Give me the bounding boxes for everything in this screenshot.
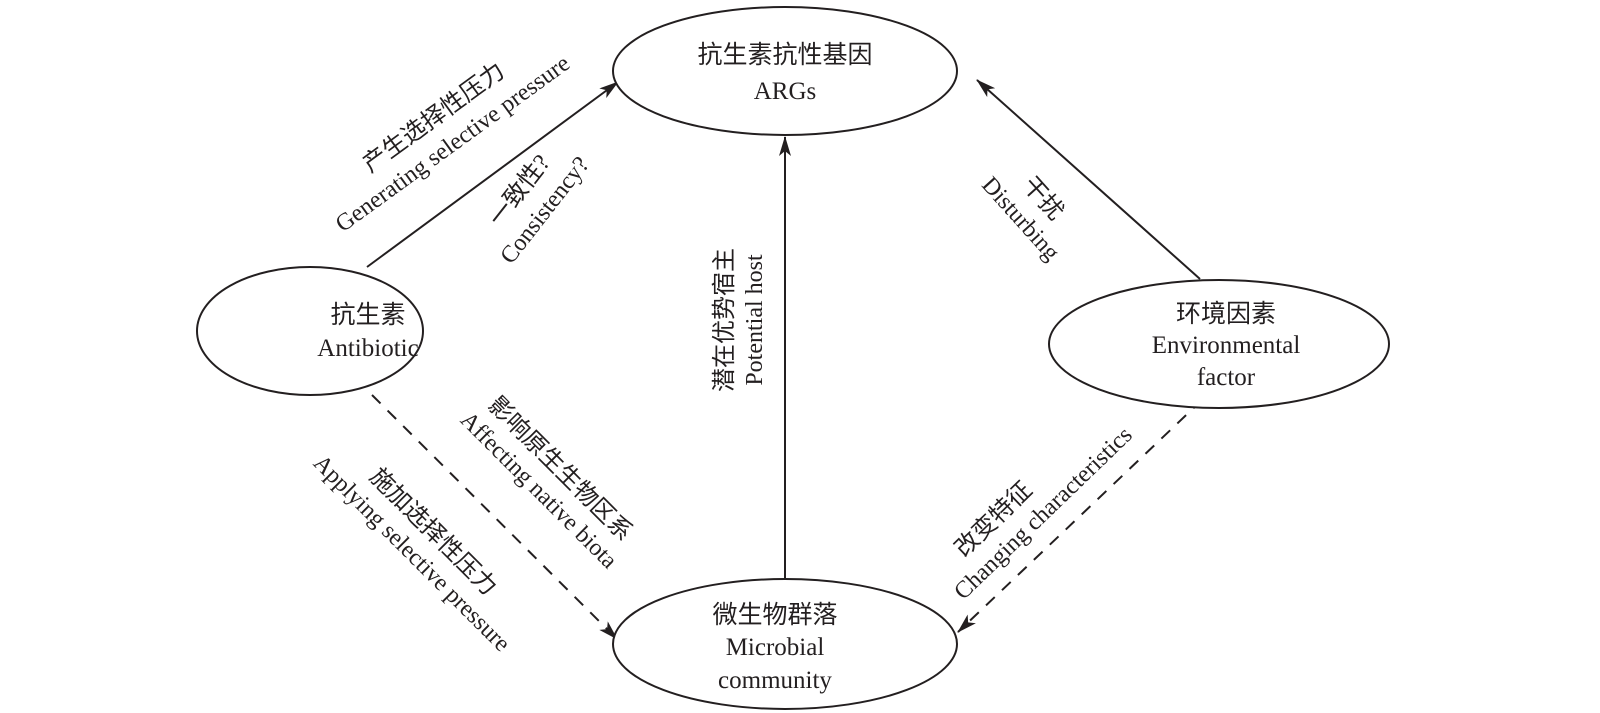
node-args: 抗生素抗性基因 ARGs [612, 6, 958, 136]
node-microbial-ellipse [612, 578, 958, 710]
label-changing-characteristics: 改变特征 Changing characteristics [949, 422, 1137, 605]
node-antibiotic: 抗生素 Antibiotic [196, 266, 424, 396]
label-consistency: 一致性? Consistency? [483, 150, 594, 269]
node-environment-ellipse [1048, 279, 1390, 409]
label-disturbing: 干扰 Disturbing [976, 172, 1069, 266]
node-antibiotic-label-zh: 抗生素 [330, 301, 405, 329]
node-environment-label-en-1: Environmental [1152, 332, 1301, 359]
node-antibiotic-ellipse [196, 266, 424, 396]
node-microbial: 微生物群落 Microbial community [612, 578, 958, 710]
edge-antibiotic-to-args [366, 81, 619, 268]
node-antibiotic-label-en: Antibiotic [317, 335, 418, 362]
node-microbial-label-zh: 微生物群落 [712, 601, 837, 629]
node-args-label-zh: 抗生素抗性基因 [697, 41, 872, 69]
node-environment-label-zh: 环境因素 [1176, 300, 1276, 328]
label-potential-host-zh: 潜在优势宿主 [711, 248, 738, 392]
node-microbial-label-en-2: community [718, 667, 832, 694]
node-environment: 环境因素 Environmental factor [1048, 279, 1390, 409]
node-args-label-en: ARGs [754, 78, 817, 105]
label-changing-en: Changing characteristics [949, 422, 1137, 605]
edge-antibiotic-to-microbial [371, 394, 618, 640]
node-microbial-label-en-1: Microbial [726, 634, 825, 661]
label-applying-en: Applying selective pressure [308, 450, 515, 657]
label-affecting-native-biota: 影响原生生物区系 Affecting native biota [455, 392, 637, 575]
node-environment-label-en-2: factor [1197, 364, 1256, 391]
label-potential-host-en: Potential host [742, 254, 768, 386]
edge-environment-to-args [976, 79, 1201, 280]
label-potential-host: 潜在优势宿主 Potential host [711, 248, 768, 392]
node-args-ellipse [612, 6, 958, 136]
